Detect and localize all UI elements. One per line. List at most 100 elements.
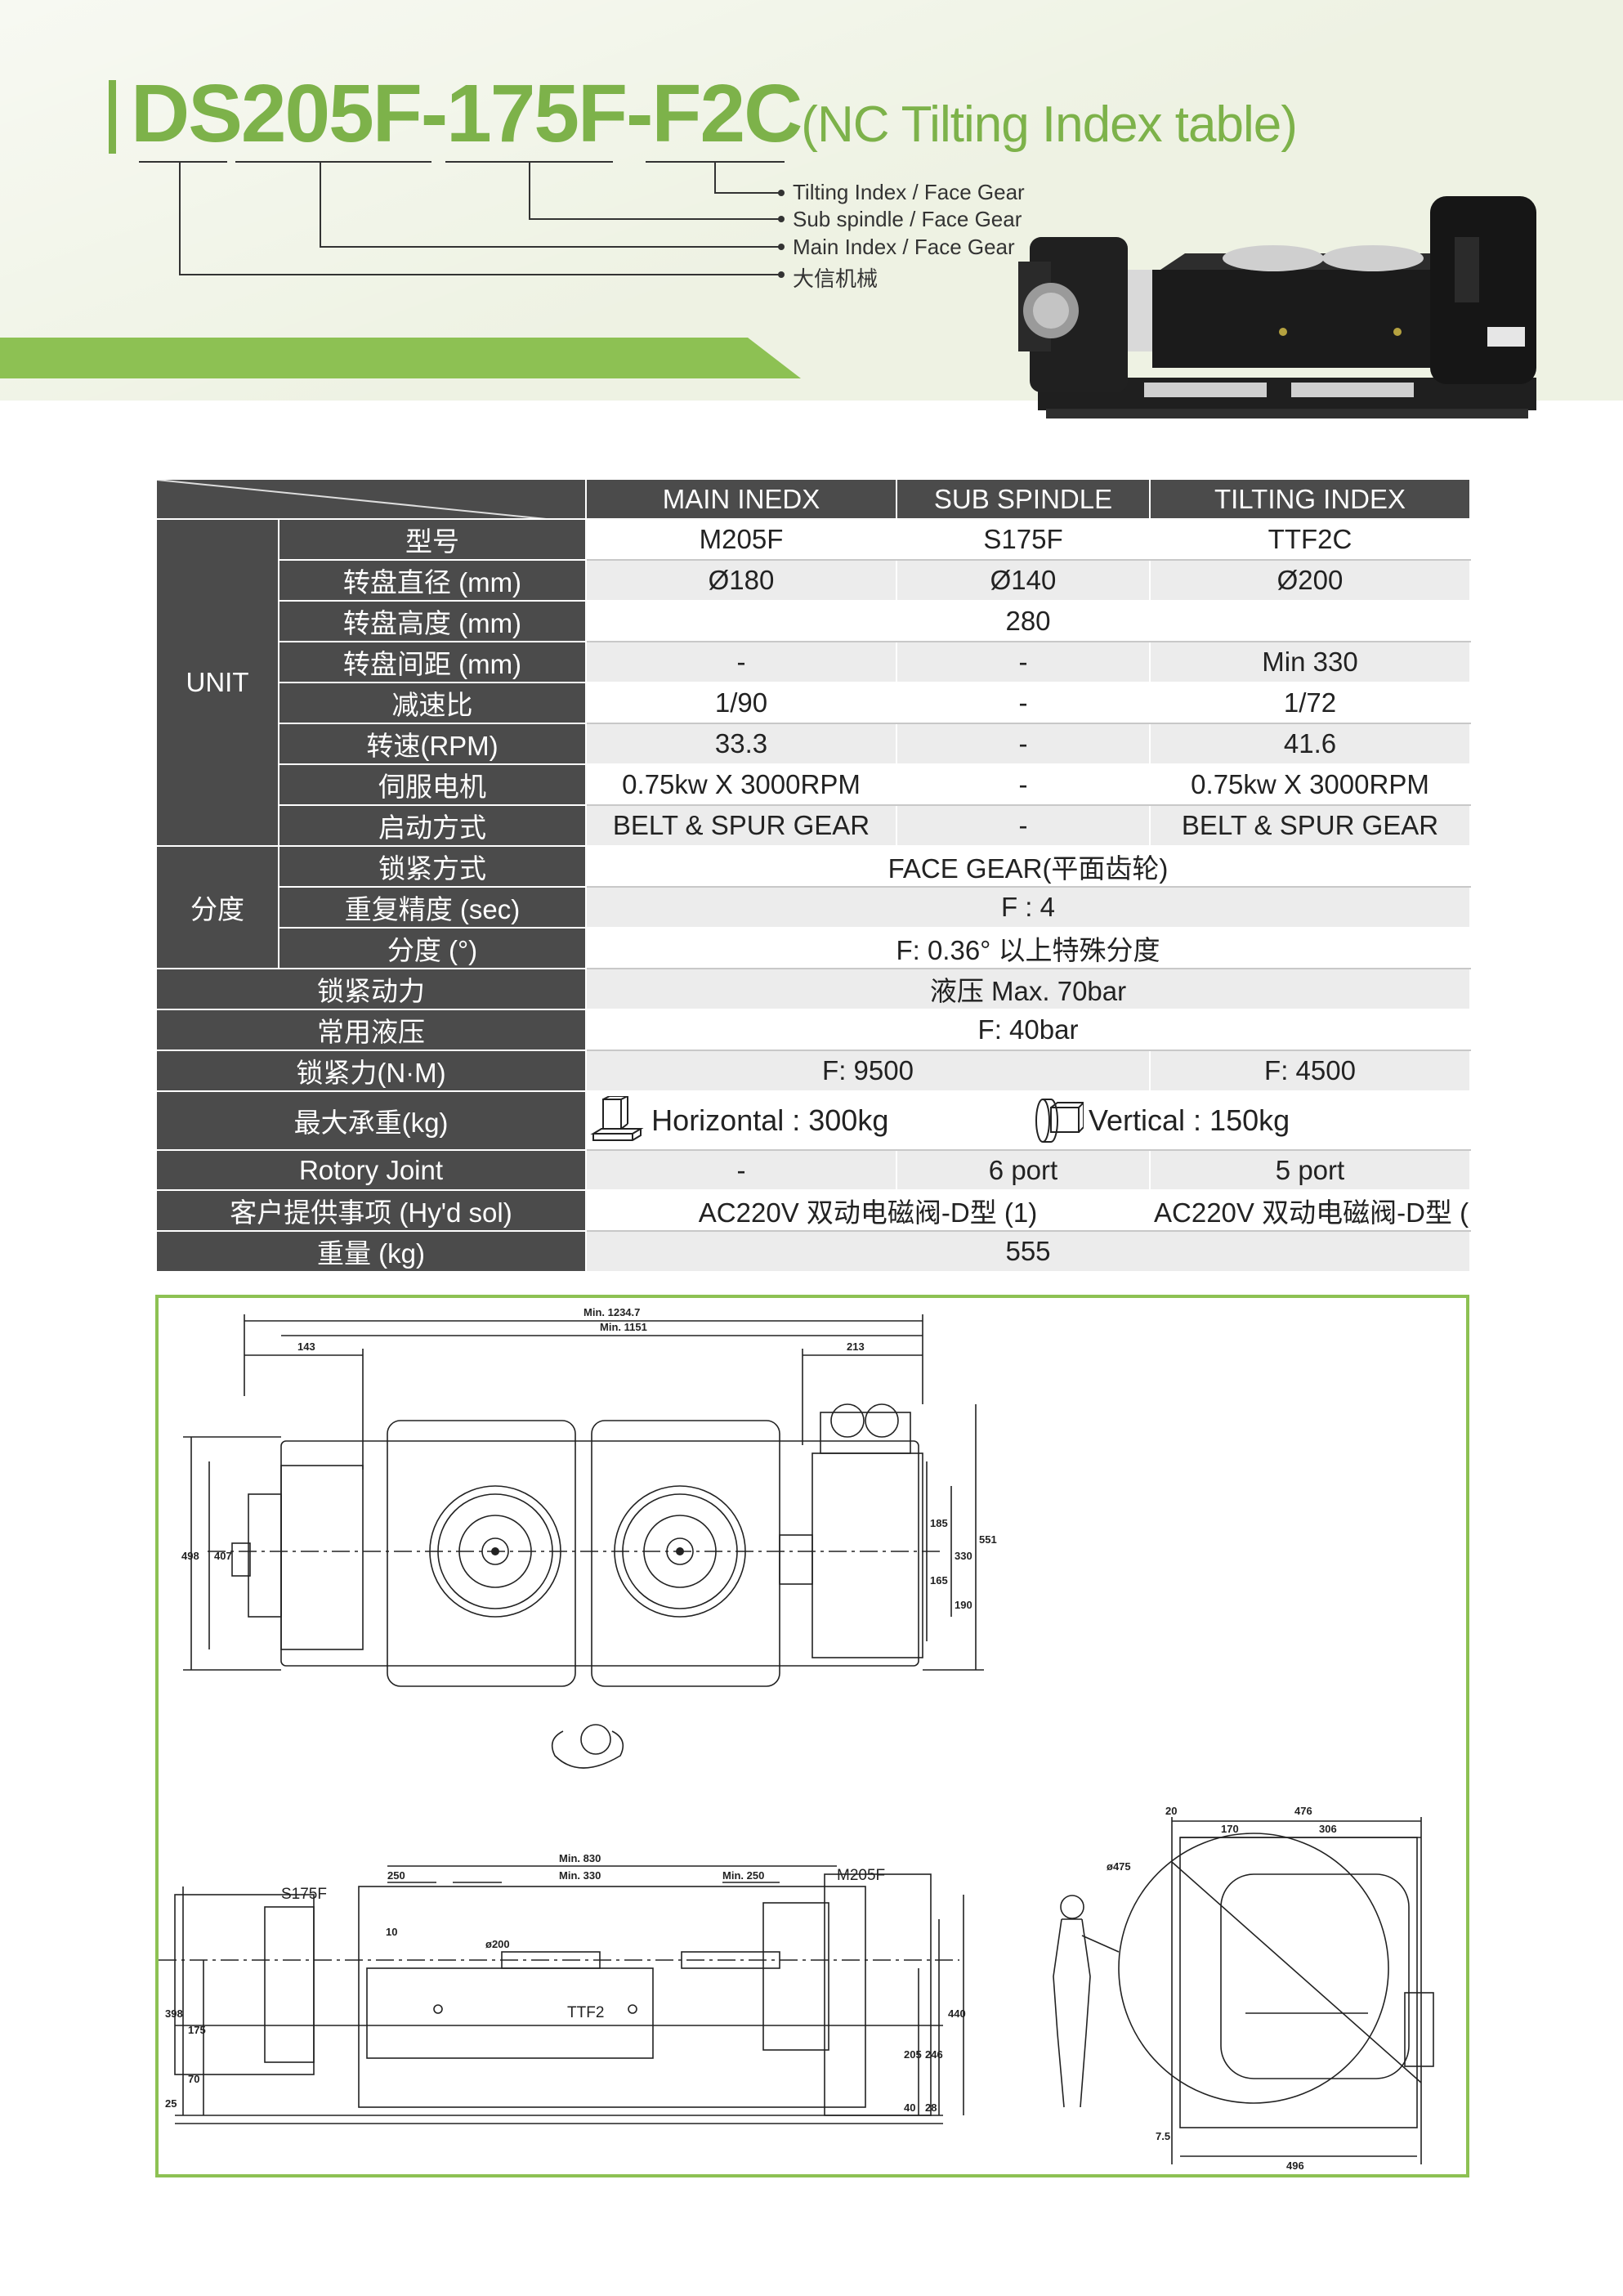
dim-20: 20 xyxy=(1165,1805,1177,1817)
row-label-spacing: 转盘间距 (mm) xyxy=(278,641,587,683)
dim-498: 498 xyxy=(181,1550,199,1562)
cell-rotary-sub: 6 port xyxy=(896,1149,1151,1191)
dim-175: 175 xyxy=(188,2024,206,2036)
dim-min-1234: Min. 1234.7 xyxy=(583,1306,640,1318)
cell-servo-sub: - xyxy=(896,763,1151,806)
cell-drive-main: BELT & SPUR GEAR xyxy=(585,804,897,847)
dim-213: 213 xyxy=(847,1340,865,1353)
dim-28: 28 xyxy=(925,2101,937,2114)
cell-spacing-main: - xyxy=(585,641,897,683)
model-code: DS205F-175F-F2C xyxy=(131,68,803,159)
header-green-band xyxy=(0,338,801,378)
row-label-hydraulic: 常用液压 xyxy=(155,1009,587,1051)
group-index: 分度 xyxy=(155,845,279,969)
cell-dia-tilt: Ø200 xyxy=(1149,559,1471,602)
model-subtitle: (NC Tilting Index table) xyxy=(801,96,1298,153)
dim-205: 205 xyxy=(904,2048,922,2061)
dim-440: 440 xyxy=(948,2007,966,2020)
spec-table: MAIN INEDX SUB SPINDLE TILTING INDEX UNI… xyxy=(155,478,1471,1273)
cell-servo-main: 0.75kw X 3000RPM xyxy=(585,763,897,806)
model-code-legend-lines xyxy=(139,161,785,278)
cell-division: F: 0.36° 以上特殊分度 xyxy=(585,927,1471,969)
dim-10: 10 xyxy=(386,1926,397,1938)
legend-brand: 大信机械 xyxy=(793,266,879,291)
dim-170: 170 xyxy=(1221,1823,1239,1835)
label-ttf2: TTF2 xyxy=(567,2004,604,2021)
legend-main-index: Main Index / Face Gear xyxy=(793,235,1015,259)
dim-o475: ø475 xyxy=(1107,1860,1131,1873)
dim-7-5: 7.5 xyxy=(1156,2130,1170,2142)
table-corner-cell xyxy=(155,478,587,520)
cell-height: 280 xyxy=(585,600,1471,642)
vertical-load-block: Vertical : 150kg xyxy=(1031,1091,1290,1150)
cell-spacing-tilt: Min 330 xyxy=(1149,641,1471,683)
cell-ratio-tilt: 1/72 xyxy=(1149,682,1471,724)
product-image xyxy=(1018,196,1536,418)
cell-weight: 555 xyxy=(585,1230,1471,1273)
row-label-lock-power: 锁紧动力 xyxy=(155,968,587,1010)
cell-customer-tilt: AC220V 双动电磁阀-D型 (1) xyxy=(1149,1189,1471,1232)
cell-rpm-tilt: 41.6 xyxy=(1149,723,1471,765)
group-unit: UNIT xyxy=(155,518,279,847)
row-label-drive: 启动方式 xyxy=(278,804,587,847)
row-label-repeat: 重复精度 (sec) xyxy=(278,886,587,929)
dim-min-250: Min. 250 xyxy=(722,1869,764,1882)
row-label-rpm: 转速(RPM) xyxy=(278,723,587,765)
cell-dia-sub: Ø140 xyxy=(896,559,1151,602)
cell-max-load-horizontal: Horizontal : 300kg xyxy=(585,1090,1151,1151)
row-label-max-load: 最大承重(kg) xyxy=(155,1090,587,1151)
legend-sub-spindle: Sub spindle / Face Gear xyxy=(793,207,1022,231)
dim-min-830: Min. 830 xyxy=(559,1852,601,1864)
dim-250: 250 xyxy=(387,1869,405,1882)
row-label-height: 转盘高度 (mm) xyxy=(278,600,587,642)
cell-max-load-vertical-spacer xyxy=(1150,1090,1471,1151)
dim-min-1151: Min. 1151 xyxy=(600,1321,647,1333)
dim-25: 25 xyxy=(165,2097,177,2110)
title-accent-bar xyxy=(109,80,116,154)
cell-model-sub: S175F xyxy=(896,518,1151,561)
cell-ratio-main: 1/90 xyxy=(585,682,897,724)
dim-476: 476 xyxy=(1294,1805,1312,1817)
cell-rpm-main: 33.3 xyxy=(585,723,897,765)
cell-lock-power: 液压 Max. 70bar xyxy=(585,968,1471,1010)
col-main-index: MAIN INEDX xyxy=(585,478,897,520)
cell-rpm-sub: - xyxy=(896,723,1151,765)
row-label-weight: 重量 (kg) xyxy=(155,1230,587,1273)
cell-model-main: M205F xyxy=(585,518,897,561)
cell-ratio-sub: - xyxy=(896,682,1151,724)
dim-551: 551 xyxy=(979,1533,997,1546)
header-background xyxy=(0,0,1623,401)
cell-drive-tilt: BELT & SPUR GEAR xyxy=(1149,804,1471,847)
cell-hydraulic: F: 40bar xyxy=(585,1009,1471,1051)
page-title: DS205F-175F-F2C(NC Tilting Index table) xyxy=(131,67,1298,165)
dim-398: 398 xyxy=(165,2007,183,2020)
horizontal-load-icon xyxy=(590,1096,644,1141)
technical-drawing-frame: Min. 1234.7 Min. 1151 143 213 498 407 18… xyxy=(155,1295,1469,2177)
dim-306: 306 xyxy=(1319,1823,1337,1835)
row-label-dia: 转盘直径 (mm) xyxy=(278,559,587,602)
cell-dia-main: Ø180 xyxy=(585,559,897,602)
row-label-model: 型号 xyxy=(278,518,587,561)
cell-rotary-tilt: 5 port xyxy=(1149,1149,1471,1191)
cell-drive-sub: - xyxy=(896,804,1151,847)
cell-spacing-sub: - xyxy=(896,641,1151,683)
cell-lock-force-main-sub: F: 9500 xyxy=(585,1050,1151,1092)
cell-repeat: F : 4 xyxy=(585,886,1471,929)
dim-40: 40 xyxy=(904,2101,915,2114)
dim-143: 143 xyxy=(297,1340,315,1353)
dim-330: 330 xyxy=(955,1550,972,1562)
cell-lock-type: FACE GEAR(平面齿轮) xyxy=(585,845,1471,888)
cell-customer-main-sub: AC220V 双动电磁阀-D型 (1) xyxy=(585,1189,1151,1232)
dim-min-330: Min. 330 xyxy=(559,1869,601,1882)
dim-185: 185 xyxy=(930,1517,948,1529)
dim-165: 165 xyxy=(930,1574,948,1587)
dim-o200: ø200 xyxy=(485,1938,510,1950)
label-s175f: S175F xyxy=(281,1886,327,1903)
cell-model-tilt: TTF2C xyxy=(1149,518,1471,561)
row-label-lock-type: 锁紧方式 xyxy=(278,845,587,888)
cell-rotary-main: - xyxy=(585,1149,897,1191)
col-sub-spindle: SUB SPINDLE xyxy=(896,478,1151,520)
dim-496: 496 xyxy=(1286,2159,1304,2172)
legend-tilting-index: Tilting Index / Face Gear xyxy=(793,180,1025,204)
col-tilting-index: TILTING INDEX xyxy=(1149,478,1471,520)
